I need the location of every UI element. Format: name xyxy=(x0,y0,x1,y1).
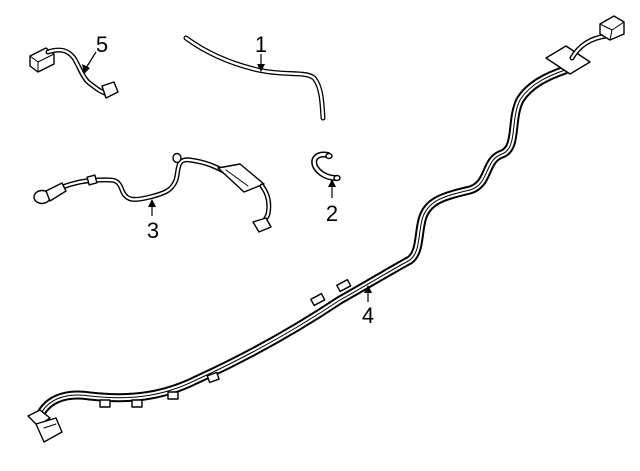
callout-label-3: 3 xyxy=(147,218,159,243)
callout-2: 2 xyxy=(326,179,338,226)
callout-label-5: 5 xyxy=(96,32,108,57)
callout-3: 3 xyxy=(147,199,159,243)
part-5-small-harness[interactable] xyxy=(29,47,119,99)
callout-5: 5 xyxy=(82,32,108,74)
callout-label-4: 4 xyxy=(362,303,374,328)
part-1-hose[interactable] xyxy=(183,35,326,121)
part-2-bent-hose[interactable] xyxy=(311,151,341,182)
callout-label-2: 2 xyxy=(326,201,338,226)
part-4-long-harness[interactable] xyxy=(27,15,625,443)
callout-4: 4 xyxy=(362,285,374,328)
part-3-sensor-harness[interactable] xyxy=(33,152,272,233)
callout-1: 1 xyxy=(255,32,267,72)
callout-label-1: 1 xyxy=(255,32,267,57)
